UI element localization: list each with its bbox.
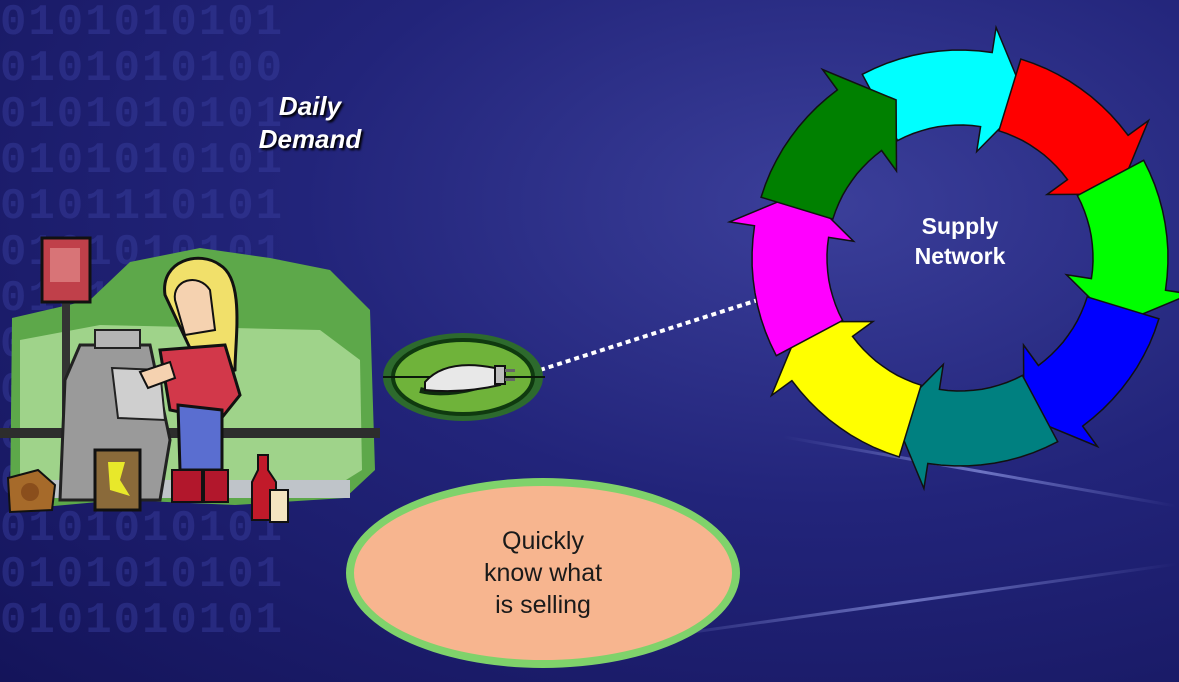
title-line: Demand bbox=[258, 124, 362, 154]
hub-label-line: Network bbox=[914, 243, 1006, 269]
title-line: Daily bbox=[278, 91, 342, 121]
daily-demand-title: Daily Demand bbox=[230, 90, 390, 156]
supply-network-label: Supply Network bbox=[880, 211, 1040, 271]
hub-label-line: Supply bbox=[921, 213, 999, 239]
callout-line: is selling bbox=[495, 591, 591, 619]
supply-network-ring bbox=[726, 24, 1179, 492]
callout-oval: Quickly know what is selling bbox=[346, 478, 740, 668]
callout-line: know what bbox=[483, 559, 603, 587]
callout-line: Quickly bbox=[502, 527, 584, 555]
cashier-scene-illustration bbox=[0, 236, 380, 523]
power-plug-icon bbox=[383, 333, 545, 421]
ring-arrow-dark-green bbox=[760, 67, 898, 221]
dotted-connector bbox=[539, 298, 759, 372]
